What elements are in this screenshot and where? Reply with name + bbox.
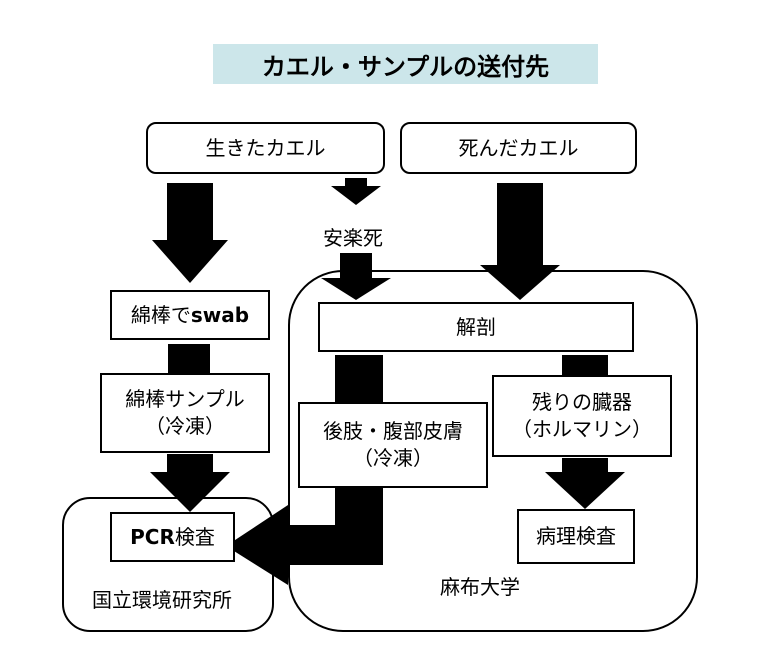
swab-prefix: 綿棒で bbox=[130, 302, 191, 327]
arrow-sample-to-pcr bbox=[150, 454, 230, 512]
diagram-title: カエル・サンプルの送付先 bbox=[213, 44, 598, 84]
node-live-frog: 生きたカエル bbox=[146, 122, 385, 174]
arrow-dissection-to-skin bbox=[335, 355, 383, 402]
arrow-euthanasia-to-dissection bbox=[321, 253, 391, 300]
node-hindlimb-skin: 後肢・腹部皮膚 （冷凍） bbox=[298, 402, 488, 488]
arrow-skin-to-pcr bbox=[226, 488, 383, 585]
arrow-live-to-euthanasia bbox=[331, 178, 381, 205]
arrow-swab-to-sample bbox=[168, 344, 210, 374]
swab-keyword: swab bbox=[190, 302, 250, 327]
node-pathology: 病理検査 bbox=[517, 509, 635, 564]
node-euthanasia: 安楽死 bbox=[323, 226, 383, 250]
pcr-suffix: 検査 bbox=[174, 524, 215, 549]
arrow-dead-to-dissection bbox=[480, 183, 560, 300]
arrow-organs-to-pathology bbox=[545, 458, 625, 509]
node-remaining-organs: 残りの臓器 （ホルマリン） bbox=[492, 375, 672, 457]
arrow-dissection-to-organs bbox=[562, 355, 608, 375]
pcr-keyword: PCR bbox=[130, 524, 175, 549]
region-label-nies: 国立環境研究所 bbox=[92, 588, 232, 612]
node-dead-frog: 死んだカエル bbox=[400, 122, 637, 174]
arrow-live-to-swab bbox=[152, 183, 228, 283]
node-swab-sample: 綿棒サンプル （冷凍） bbox=[100, 373, 270, 453]
region-label-azabu: 麻布大学 bbox=[440, 575, 520, 599]
node-dissection: 解剖 bbox=[318, 302, 634, 352]
